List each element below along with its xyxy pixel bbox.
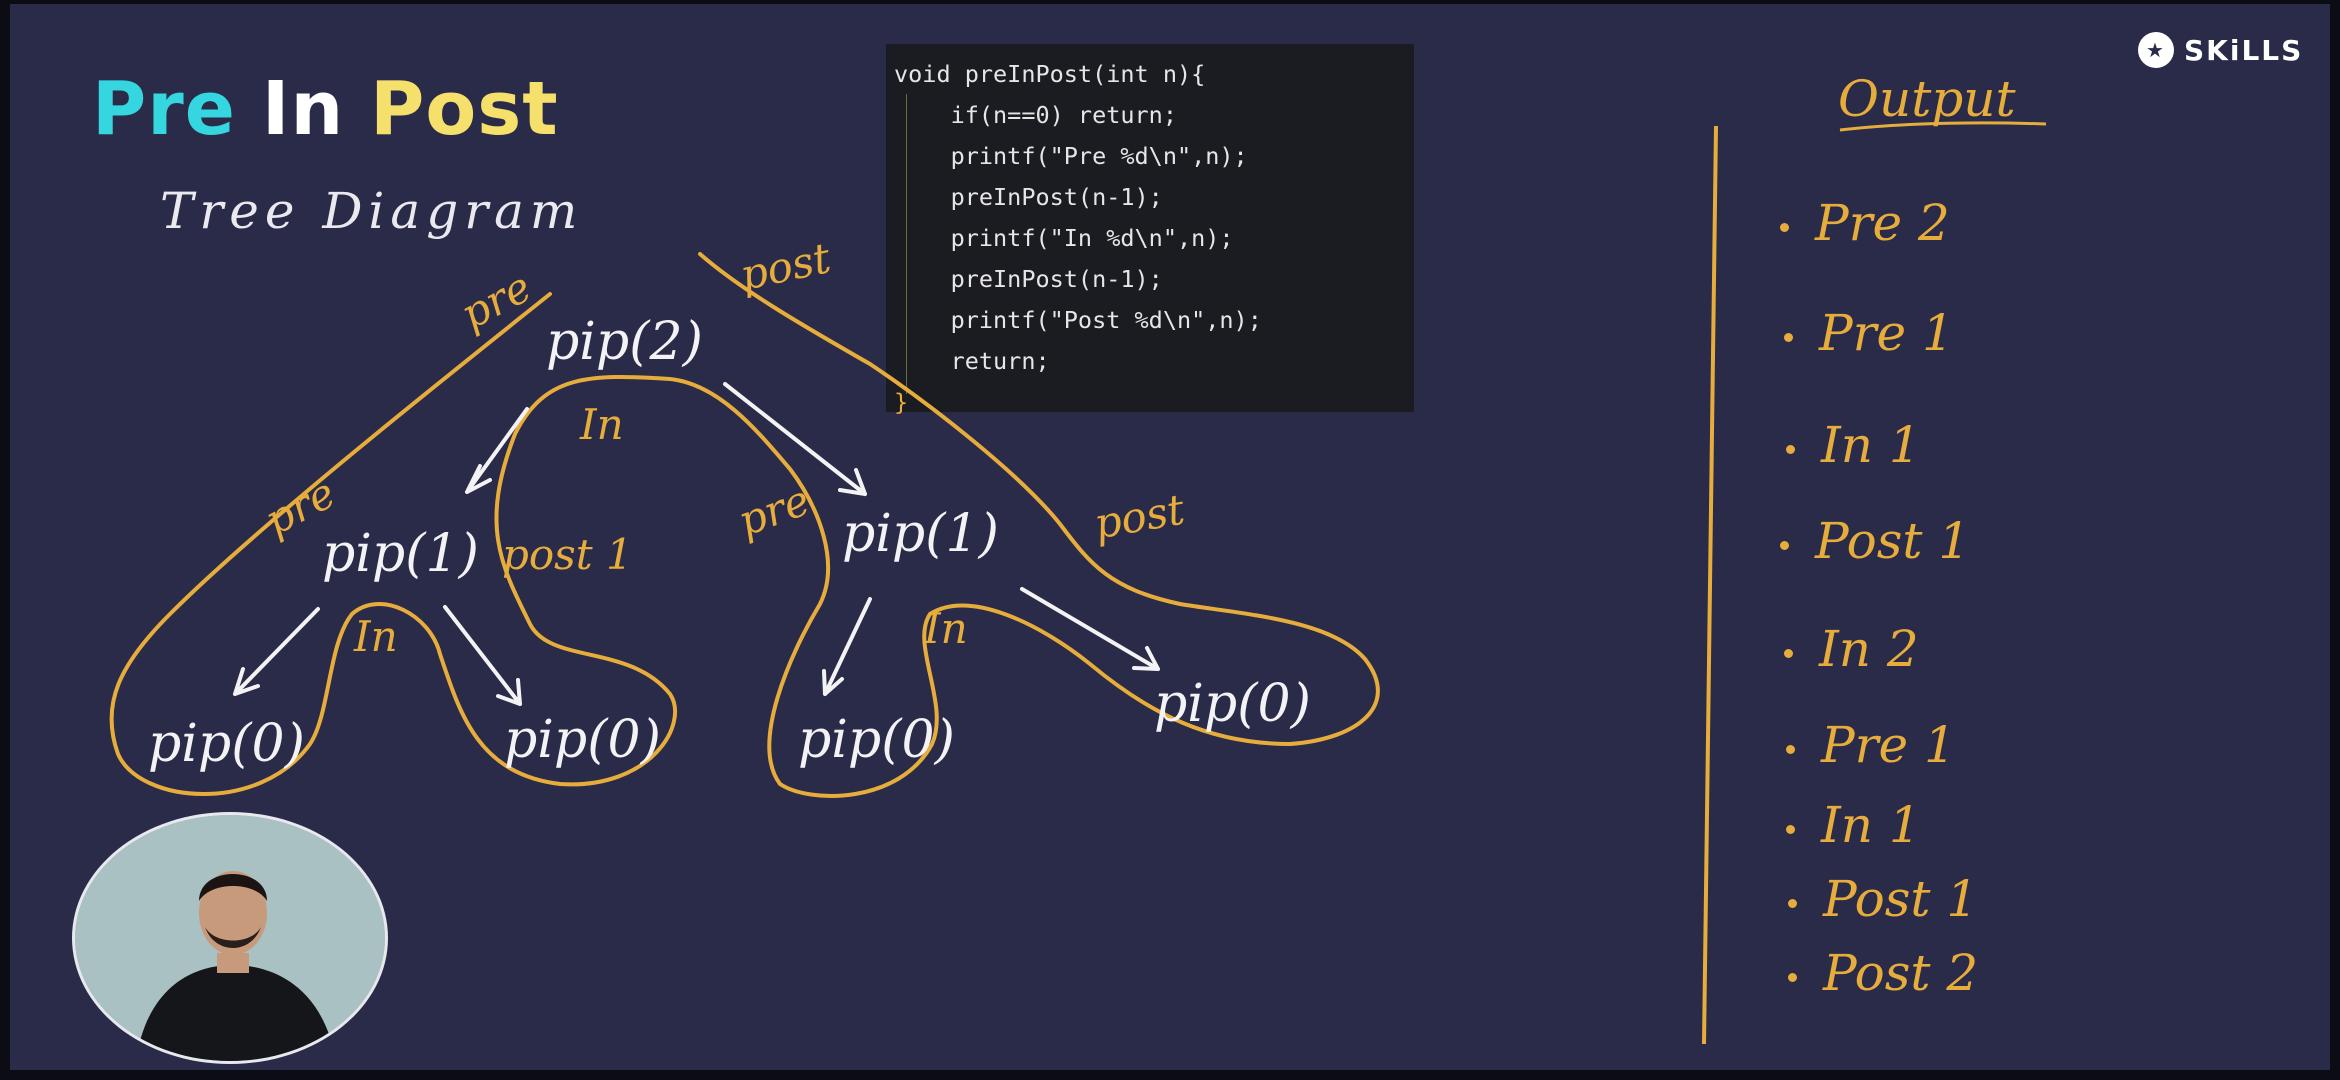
output-item-text: In 2 (1819, 620, 1919, 678)
output-item-text: Pre 1 (1819, 304, 1954, 362)
output-item: In 2 (1784, 620, 1919, 678)
code-line: return; (894, 347, 1050, 375)
bullet-icon (1784, 332, 1793, 342)
bullet-icon (1786, 744, 1795, 754)
bullet-icon (1786, 444, 1795, 454)
arrow-right-rr (1020, 587, 1160, 671)
output-item-text: Post 1 (1823, 870, 1979, 928)
output-item: In 1 (1786, 796, 1921, 854)
code-line: } (894, 388, 909, 416)
output-item: Post 1 (1780, 512, 1970, 570)
output-underline (1839, 121, 2047, 132)
node-right: pip(1) (842, 504, 999, 564)
label-post-left: post 1 (502, 530, 633, 579)
output-item-text: In 1 (1821, 416, 1921, 474)
traversal-outline (109, 252, 1380, 798)
code-line: printf("Post %d\n",n); (894, 306, 1262, 334)
code-line: void preInPost(int n){ (894, 60, 1206, 88)
arrow-left-lr (443, 605, 522, 706)
node-left: pip(1) (322, 524, 479, 584)
title-word-pre: Pre (92, 66, 236, 152)
output-item-text: Pre 2 (1815, 194, 1950, 252)
output-item: Pre 2 (1780, 194, 1950, 252)
node-root: pip(2) (546, 312, 703, 372)
output-item-text: In 1 (1821, 796, 1921, 854)
slide-subtitle: Tree Diagram (160, 182, 584, 240)
bullet-icon (1784, 648, 1793, 658)
tree-diagram (109, 121, 2047, 1045)
output-item-text: Pre 1 (1821, 716, 1956, 774)
presenter-image (75, 815, 385, 1061)
arrow-left-ll (233, 607, 320, 696)
output-item: Post 2 (1788, 944, 1978, 1002)
output-divider (1702, 125, 1718, 1045)
output-item: Pre 1 (1784, 304, 1954, 362)
bullet-icon (1786, 824, 1795, 834)
bullet-icon (1788, 972, 1797, 982)
node-lr: pip(0) (504, 710, 661, 770)
logo-text: SKiLLS (2184, 33, 2304, 67)
node-rl: pip(0) (798, 710, 955, 770)
code-lines: void preInPost(int n){ if(n==0) return; … (894, 54, 1404, 423)
code-block: void preInPost(int n){ if(n==0) return; … (886, 44, 1414, 416)
arrow-root-left (465, 407, 529, 494)
output-item: Post 1 (1788, 870, 1978, 928)
code-line: preInPost(n-1); (894, 183, 1163, 211)
label-in-right: In (924, 604, 968, 653)
output-item-text: Post 2 (1823, 944, 1979, 1002)
label-in-left: In (354, 612, 398, 661)
arrow-right-rl (822, 597, 872, 696)
title-word-in: In (261, 66, 345, 152)
bullet-icon (1788, 898, 1797, 908)
output-item: In 1 (1786, 416, 1921, 474)
label-in-root: In (580, 400, 624, 449)
output-item-text: Post 1 (1815, 512, 1971, 570)
code-line: preInPost(n-1); (894, 265, 1163, 293)
code-indent-guide (906, 94, 907, 394)
presenter-webcam (72, 812, 388, 1064)
output-title: Output (1838, 70, 2016, 128)
code-line: printf("Pre %d\n",n); (894, 142, 1248, 170)
code-line: printf("In %d\n",n); (894, 224, 1234, 252)
bullet-icon (1780, 540, 1789, 550)
skills-logo-icon: ★ (2138, 32, 2174, 68)
skills-logo: ★ SKiLLS (2138, 32, 2303, 68)
arrow-root-right (723, 382, 867, 496)
output-item: Pre 1 (1786, 716, 1956, 774)
title-word-post: Post (370, 66, 559, 152)
node-rr: pip(0) (1154, 674, 1311, 734)
code-line: if(n==0) return; (894, 101, 1177, 129)
node-ll: pip(0) (148, 714, 305, 774)
slide-title: Pre In Post (92, 66, 585, 152)
bullet-icon (1780, 222, 1789, 232)
